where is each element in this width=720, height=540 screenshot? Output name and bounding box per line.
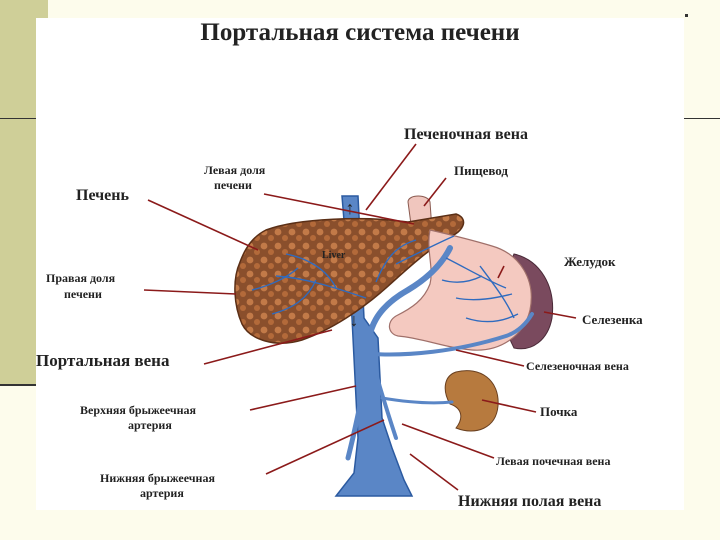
- label-liver: Печень: [76, 187, 129, 204]
- label-inferior-mesenteric-line1: Нижняя брыжеечная: [100, 471, 215, 485]
- label-hepatic-vein: Печеночная вена: [404, 126, 528, 143]
- kidney-shape: [444, 370, 499, 432]
- label-left-lobe-line2: печени: [214, 178, 252, 192]
- label-right-lobe-line1: Правая доля: [46, 271, 116, 285]
- label-stomach: Желудок: [564, 254, 616, 269]
- portal-vein-vessel: [363, 245, 453, 361]
- arrow-up-marker: ↑: [346, 198, 355, 218]
- label-spleen: Селезенка: [582, 312, 643, 327]
- liver-inner-label: Liver: [322, 250, 346, 261]
- label-portal-vein: Портальная вена: [36, 351, 170, 370]
- inferior-mesenteric-vessel: [370, 358, 398, 440]
- label-kidney: Почка: [540, 404, 578, 419]
- renal-vein-vessel: [380, 396, 454, 405]
- label-superior-mesenteric-line1: Верхняя брыжеечная: [80, 403, 197, 417]
- label-inferior-mesenteric-line2: артерия: [140, 486, 184, 500]
- arrow-down-marker: ↓: [350, 310, 359, 330]
- splenic-vein-vessel: [370, 312, 534, 357]
- superior-mesenteric-vessel: [345, 355, 371, 461]
- portal-system-diagram: Портальная система печени ↑ ↓ Liver: [36, 19, 643, 510]
- label-splenic-vein: Селезеночная вена: [526, 359, 629, 373]
- corner-dot: [685, 14, 688, 17]
- left-rule: [0, 118, 50, 119]
- label-esophagus: Пищевод: [454, 163, 508, 178]
- sidebar-bottom-rule: [0, 384, 48, 386]
- label-left-lobe-line1: Левая доля: [204, 163, 266, 177]
- label-superior-mesenteric-line2: артерия: [128, 418, 172, 432]
- label-left-renal-vein: Левая почечная вена: [496, 454, 610, 468]
- label-right-lobe-line2: печени: [64, 287, 102, 301]
- right-rule: [680, 118, 720, 119]
- diagram-title: Портальная система печени: [200, 19, 519, 46]
- label-inferior-vena-cava: Нижняя полая вена: [458, 493, 601, 510]
- leader-lines: [143, 143, 577, 491]
- vessel-branches: [251, 235, 519, 323]
